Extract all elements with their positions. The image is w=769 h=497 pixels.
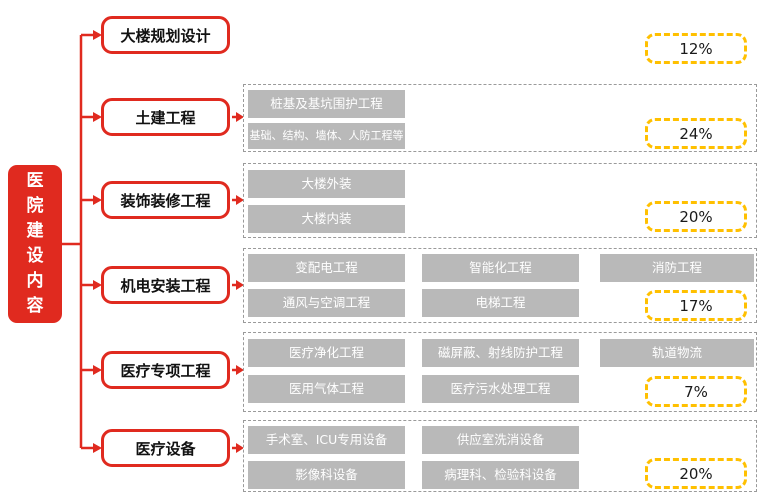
sub-item: 医用气体工程 bbox=[248, 375, 405, 403]
sub-item: 医疗污水处理工程 bbox=[422, 375, 579, 403]
sub-item: 大楼内装 bbox=[248, 205, 405, 233]
sub-item: 磁屏蔽、射线防护工程 bbox=[422, 339, 579, 367]
sub-item: 病理科、检验科设备 bbox=[422, 461, 579, 489]
branch-label: 医疗专项工程 bbox=[120, 361, 211, 380]
percent-value: 24% bbox=[679, 124, 713, 143]
sub-item: 消防工程 bbox=[600, 254, 754, 282]
branch-civil-engineering: 土建工程 bbox=[101, 98, 230, 136]
percent-badge-decoration: 20% bbox=[645, 201, 747, 232]
sub-item: 通风与空调工程 bbox=[248, 289, 405, 317]
arrowheads bbox=[93, 30, 244, 453]
branch-label: 医疗设备 bbox=[135, 439, 196, 458]
branch-label: 机电安装工程 bbox=[120, 276, 211, 295]
percent-badge-civil-engineering: 24% bbox=[645, 118, 747, 149]
percent-badge-medical-special: 7% bbox=[645, 376, 747, 407]
percent-badge-building-planning: 12% bbox=[645, 33, 747, 64]
sub-item: 大楼外装 bbox=[248, 170, 405, 198]
sub-item: 医疗净化工程 bbox=[248, 339, 405, 367]
sub-item: 电梯工程 bbox=[422, 289, 579, 317]
sub-item: 供应室洗消设备 bbox=[422, 426, 579, 454]
sub-item: 基础、结构、墙体、人防工程等 bbox=[248, 123, 405, 149]
sub-item: 智能化工程 bbox=[422, 254, 579, 282]
panel-decoration: 大楼外装 大楼内装 bbox=[243, 163, 757, 238]
sub-item: 变配电工程 bbox=[248, 254, 405, 282]
percent-badge-medical-equipment: 20% bbox=[645, 458, 747, 489]
root-node-label: 医院建设内容 bbox=[26, 171, 44, 316]
branch-medical-special-engineering: 医疗专项工程 bbox=[101, 351, 230, 389]
sub-item: 轨道物流 bbox=[600, 339, 754, 367]
branch-decoration-engineering: 装饰装修工程 bbox=[101, 181, 230, 219]
percent-badge-mechanical-electrical: 17% bbox=[645, 290, 747, 321]
percent-value: 17% bbox=[679, 296, 713, 315]
percent-value: 12% bbox=[679, 39, 713, 58]
branch-mechanical-electrical: 机电安装工程 bbox=[101, 266, 230, 304]
branch-medical-equipment: 医疗设备 bbox=[101, 429, 230, 467]
branch-building-planning: 大楼规划设计 bbox=[101, 16, 230, 54]
percent-value: 7% bbox=[684, 382, 708, 401]
branch-label: 土建工程 bbox=[135, 108, 196, 127]
sub-item: 桩基及基坑围护工程 bbox=[248, 90, 405, 118]
branch-label: 装饰装修工程 bbox=[120, 191, 211, 210]
percent-value: 20% bbox=[679, 464, 713, 483]
branch-label: 大楼规划设计 bbox=[120, 26, 211, 45]
sub-item: 手术室、ICU专用设备 bbox=[248, 426, 405, 454]
percent-value: 20% bbox=[679, 207, 713, 226]
sub-item: 影像科设备 bbox=[248, 461, 405, 489]
root-node-hospital-construction: 医院建设内容 bbox=[8, 165, 62, 323]
